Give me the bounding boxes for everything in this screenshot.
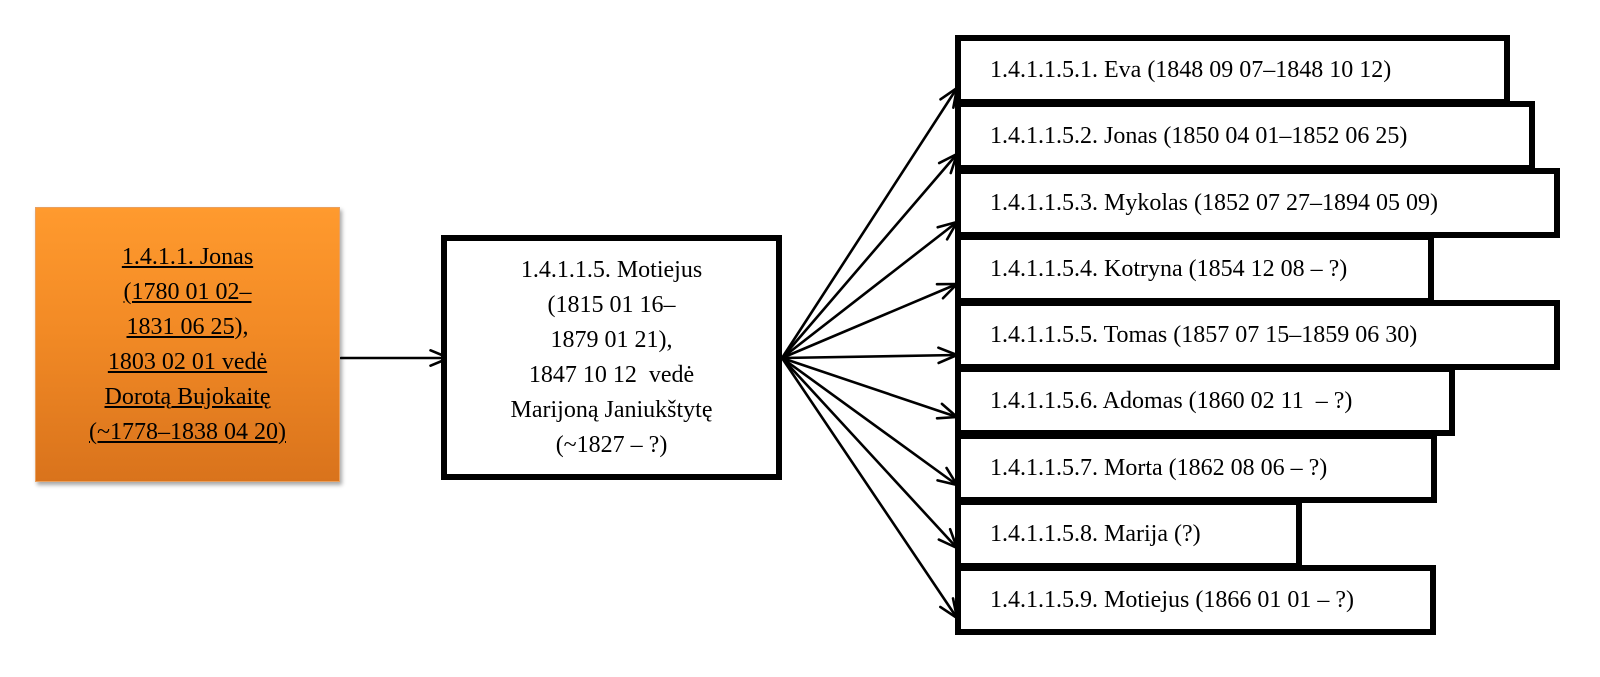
- parent-to-child-arrow: [780, 346, 959, 365]
- ancestor-line: 1.4.1.1. Jonas: [121, 243, 254, 270]
- child-node: 1.4.1.1.5.8. Marija (?): [955, 499, 1302, 569]
- child-label: 1.4.1.1.5.4. Kotryna (1854 12 08 – ?): [990, 255, 1348, 282]
- child-label: 1.4.1.1.5.7. Morta (1862 08 06 – ?): [990, 454, 1328, 481]
- child-node: 1.4.1.1.5.3. Mykolas (1852 07 27–1894 05…: [955, 168, 1560, 238]
- parent-to-child-arrow: [780, 356, 959, 620]
- parent-to-child-arrow: [780, 356, 959, 487]
- ancestor-line: (~1778–1838 04 20): [89, 418, 286, 445]
- child-label: 1.4.1.1.5.3. Mykolas (1852 07 27–1894 05…: [990, 189, 1438, 216]
- child-label: 1.4.1.1.5.1. Eva (1848 09 07–1848 10 12): [990, 56, 1392, 83]
- parent-to-child-arrow: [780, 86, 959, 360]
- ancestor-line: 1803 02 01 vedė: [107, 348, 268, 375]
- child-node: 1.4.1.1.5.6. Adomas (1860 02 11 – ?): [955, 366, 1455, 436]
- child-node: 1.4.1.1.5.9. Motiejus (1866 01 01 – ?): [955, 565, 1436, 635]
- parent-to-child-arrow: [780, 282, 959, 360]
- child-label: 1.4.1.1.5.2. Jonas (1850 04 01–1852 06 2…: [990, 122, 1408, 149]
- parent-line: 1879 01 21),: [550, 326, 673, 353]
- ancestor-node: 1.4.1.1. Jonas (1780 01 02– 1831 06 25),…: [35, 207, 340, 482]
- ancestor-line: 1831 06 25),: [126, 313, 249, 340]
- parent-line: 1.4.1.1.5. Motiejus: [520, 256, 703, 283]
- child-node: 1.4.1.1.5.4. Kotryna (1854 12 08 – ?): [955, 234, 1434, 304]
- child-node: 1.4.1.1.5.1. Eva (1848 09 07–1848 10 12): [955, 35, 1510, 105]
- ancestor-to-parent-arrow: [339, 349, 451, 367]
- parent-to-child-arrow: [780, 220, 959, 360]
- parent-node: 1.4.1.1.5. Motiejus (1815 01 16– 1879 01…: [441, 235, 782, 480]
- parent-line: (1815 01 16–: [547, 291, 676, 318]
- ancestor-line: Dorotą Bujokaitę: [104, 383, 271, 410]
- parent-line: 1847 10 12 vedė: [528, 361, 695, 388]
- child-node: 1.4.1.1.5.5. Tomas (1857 07 15–1859 06 3…: [955, 300, 1560, 370]
- parent-line: Marijoną Janiukštytę: [510, 396, 713, 423]
- child-label: 1.4.1.1.5.6. Adomas (1860 02 11 – ?): [990, 387, 1353, 414]
- parent-to-child-arrow: [780, 152, 959, 360]
- child-node: 1.4.1.1.5.2. Jonas (1850 04 01–1852 06 2…: [955, 101, 1535, 171]
- child-node: 1.4.1.1.5.7. Morta (1862 08 06 – ?): [955, 433, 1437, 503]
- ancestor-line: (1780 01 02–: [123, 278, 252, 305]
- child-label: 1.4.1.1.5.8. Marija (?): [990, 520, 1201, 547]
- child-label: 1.4.1.1.5.9. Motiejus (1866 01 01 – ?): [990, 586, 1354, 613]
- child-label: 1.4.1.1.5.5. Tomas (1857 07 15–1859 06 3…: [990, 321, 1418, 348]
- parent-line: (~1827 – ?): [555, 431, 668, 458]
